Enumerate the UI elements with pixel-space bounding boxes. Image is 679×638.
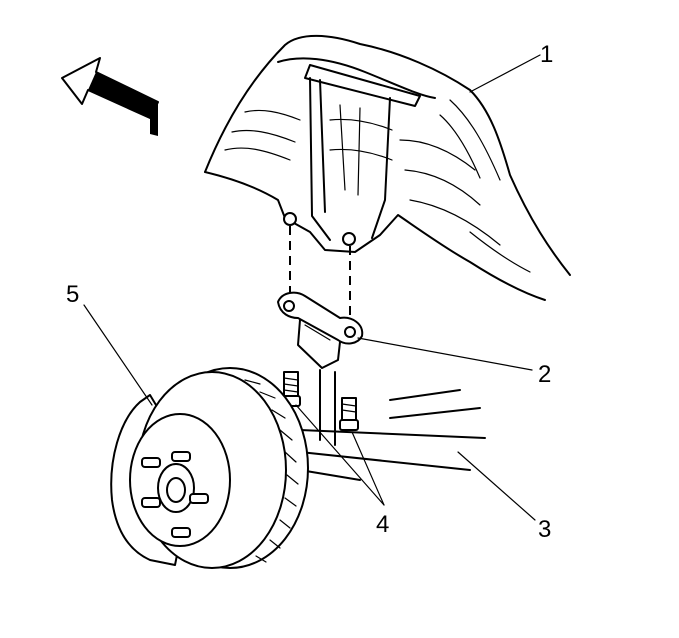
bolt-left xyxy=(281,371,301,407)
callout-2: 2 xyxy=(538,361,551,388)
mounting-bracket xyxy=(277,291,364,369)
bolt-right xyxy=(339,397,359,431)
forward-arrow-icon xyxy=(61,57,159,136)
leader-lines xyxy=(83,54,541,521)
axle-arm xyxy=(299,369,486,481)
callout-4: 4 xyxy=(376,511,389,538)
wheelhouse-liner xyxy=(204,34,571,301)
brake-rotor-assembly xyxy=(110,367,309,569)
callout-5: 5 xyxy=(66,281,79,308)
alignment-lines xyxy=(289,226,351,320)
callout-3: 3 xyxy=(538,516,551,543)
wheel-studs xyxy=(141,451,209,538)
callout-1: 1 xyxy=(540,41,553,68)
